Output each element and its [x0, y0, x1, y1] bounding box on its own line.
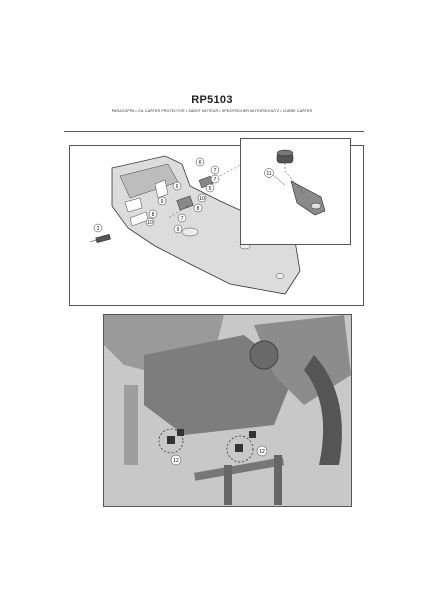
- callout-label: 10: [147, 220, 153, 226]
- motorcycle-photo: 12 12: [104, 315, 351, 506]
- vent-slot: [124, 197, 143, 213]
- photo-callout-label: 12: [173, 458, 179, 464]
- mount-hole: [275, 273, 285, 279]
- callout-label: 6: [199, 160, 202, 166]
- callout-label: 9: [161, 199, 164, 205]
- photo-callout-label: 12: [259, 449, 265, 455]
- callout-group: 6 7 7 5 6 10 8 9 7 8 10 9 2: [93, 157, 220, 234]
- wheel: [304, 355, 342, 465]
- callout-label: 8: [197, 206, 200, 212]
- detail-callout-label: 11: [266, 171, 271, 177]
- callout-label: 8: [152, 212, 155, 218]
- bolt: [95, 233, 111, 244]
- stand-leg: [274, 455, 282, 505]
- callout-label: 7: [214, 177, 217, 183]
- header-divider: [64, 131, 364, 132]
- center-stand: [193, 457, 285, 481]
- installation-photo: 12 12: [103, 314, 352, 507]
- bracket: [176, 195, 194, 211]
- skid-plate-drawing: 6 7 7 5 6 10 8 9 7 8 10 9 2: [89, 155, 301, 295]
- callout-label: 5: [209, 186, 212, 192]
- callout-label: 7: [181, 216, 184, 222]
- callout-label: 10: [199, 196, 205, 202]
- detail-inset: 11: [240, 138, 351, 245]
- callout-label: 7: [214, 168, 217, 174]
- crash-bar: [124, 385, 138, 465]
- callout-label: 6: [176, 184, 179, 190]
- mount-hole: [181, 227, 199, 237]
- mount-highlight: [158, 428, 184, 454]
- stand-leg: [224, 465, 232, 505]
- callout-label: 9: [177, 227, 180, 233]
- mount-highlight: [226, 435, 254, 463]
- engine-cover: [249, 340, 279, 370]
- product-description: PARACOPPA • OIL CARTER PROTECTOR • SABOT…: [111, 109, 313, 113]
- callout-label: 2: [97, 226, 100, 232]
- detail-bracket: [290, 180, 326, 216]
- vent-slot: [154, 179, 169, 199]
- model-number: RP5103: [191, 94, 233, 106]
